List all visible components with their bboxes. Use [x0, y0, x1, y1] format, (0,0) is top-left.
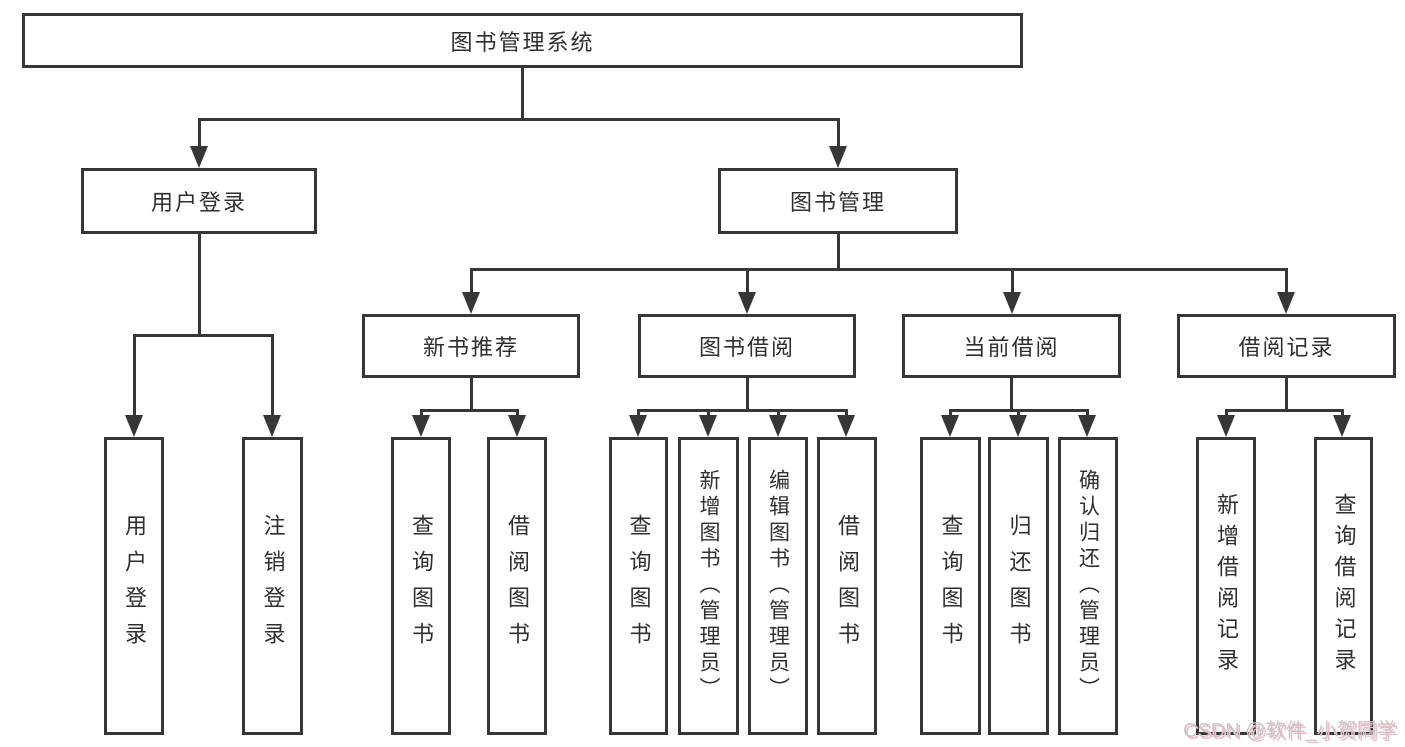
arrow-down-icon — [508, 415, 526, 437]
arrow-down-icon — [412, 415, 430, 437]
leaf-label: 查询图书 — [409, 514, 434, 658]
arrow-down-icon — [941, 415, 959, 437]
leaf-label: 查询借阅记录 — [1331, 493, 1357, 679]
connector-line — [470, 268, 1287, 271]
connector-line — [133, 334, 274, 337]
connector-line — [271, 334, 274, 417]
node-library-management-system: 图书管理系统 — [22, 13, 1023, 68]
connector-line — [837, 118, 840, 148]
arrow-down-icon — [1333, 415, 1351, 437]
leaf-label: 用户登录 — [122, 514, 147, 658]
connector-line — [637, 409, 640, 419]
leaf-borrow-books-recommend: 借阅图书 — [487, 437, 547, 735]
connector-line — [1225, 409, 1344, 412]
node-current-borrowing: 当前借阅 — [902, 314, 1121, 378]
arrow-down-icon — [699, 415, 717, 437]
leaf-user-login: 用户登录 — [104, 437, 164, 735]
leaf-label: 查询图书 — [938, 514, 964, 658]
connector-line — [1086, 409, 1089, 419]
connector-line — [1341, 409, 1344, 419]
connector-line — [1285, 268, 1288, 294]
leaf-label: 新增图书（管理员） — [697, 469, 720, 703]
connector-line — [845, 409, 848, 419]
connector-line — [1225, 409, 1228, 419]
arrow-down-icon — [1009, 415, 1027, 437]
connector-line — [198, 118, 840, 121]
arrow-down-icon — [837, 415, 855, 437]
connector-line — [746, 378, 749, 411]
arrow-down-icon — [125, 415, 143, 437]
leaf-label: 确认归还（管理员） — [1076, 469, 1100, 703]
leaf-label: 归还图书 — [1006, 514, 1032, 658]
connector-line — [420, 409, 519, 412]
leaf-label: 新增借阅记录 — [1214, 493, 1239, 679]
leaf-label: 注销登录 — [260, 514, 286, 658]
connector-line — [746, 268, 749, 294]
arrow-down-icon — [1277, 292, 1295, 314]
arrow-down-icon — [1217, 415, 1235, 437]
connector-line — [949, 409, 952, 419]
leaf-edit-book-admin: 编辑图书（管理员） — [748, 437, 808, 735]
leaf-add-borrow-record: 新增借阅记录 — [1196, 437, 1256, 735]
leaf-label: 借阅图书 — [505, 514, 530, 658]
connector-line — [707, 409, 710, 419]
leaf-query-books-borrowing: 查询图书 — [609, 437, 668, 735]
connector-line — [777, 409, 780, 419]
node-book-borrowing: 图书借阅 — [638, 314, 856, 378]
leaf-label: 查询图书 — [626, 514, 652, 658]
connector-line — [420, 409, 423, 419]
connector-line — [1017, 409, 1020, 419]
connector-line — [1010, 378, 1013, 411]
leaf-logout: 注销登录 — [242, 437, 303, 735]
arrow-down-icon — [629, 415, 647, 437]
connector-line — [1011, 268, 1014, 294]
connector-line — [837, 234, 840, 270]
connector-line — [198, 118, 201, 148]
arrow-down-icon — [462, 292, 480, 314]
node-book-management: 图书管理 — [718, 168, 958, 234]
arrow-down-icon — [738, 292, 756, 314]
node-borrowing-records: 借阅记录 — [1177, 314, 1396, 378]
leaf-label: 借阅图书 — [835, 514, 860, 658]
node-user-login: 用户登录 — [81, 168, 317, 234]
connector-line — [1285, 378, 1288, 411]
arrow-down-icon — [769, 415, 787, 437]
arrow-down-icon — [829, 146, 847, 168]
connector-line — [470, 378, 473, 411]
node-new-book-recommend: 新书推荐 — [362, 314, 580, 378]
leaf-return-books: 归还图书 — [988, 437, 1049, 735]
connector-line — [198, 234, 201, 336]
leaf-query-borrow-record: 查询借阅记录 — [1314, 437, 1373, 735]
connector-line — [470, 268, 473, 294]
connector-line — [637, 409, 848, 412]
arrow-down-icon — [1003, 292, 1021, 314]
leaf-add-book-admin: 新增图书（管理员） — [678, 437, 739, 735]
connector-line — [133, 334, 136, 417]
arrow-down-icon — [1078, 415, 1096, 437]
leaf-confirm-return-admin: 确认归还（管理员） — [1058, 437, 1118, 735]
leaf-query-books-recommend: 查询图书 — [391, 437, 451, 735]
connector-line — [516, 409, 519, 419]
leaf-query-books-current: 查询图书 — [920, 437, 981, 735]
arrow-down-icon — [263, 415, 281, 437]
leaf-label: 编辑图书（管理员） — [766, 469, 790, 703]
csdn-watermark: CSDN @软件_小贺同学 — [1183, 720, 1397, 742]
leaf-borrow-books: 借阅图书 — [817, 437, 877, 735]
arrow-down-icon — [190, 146, 208, 168]
connector-line — [521, 68, 524, 120]
